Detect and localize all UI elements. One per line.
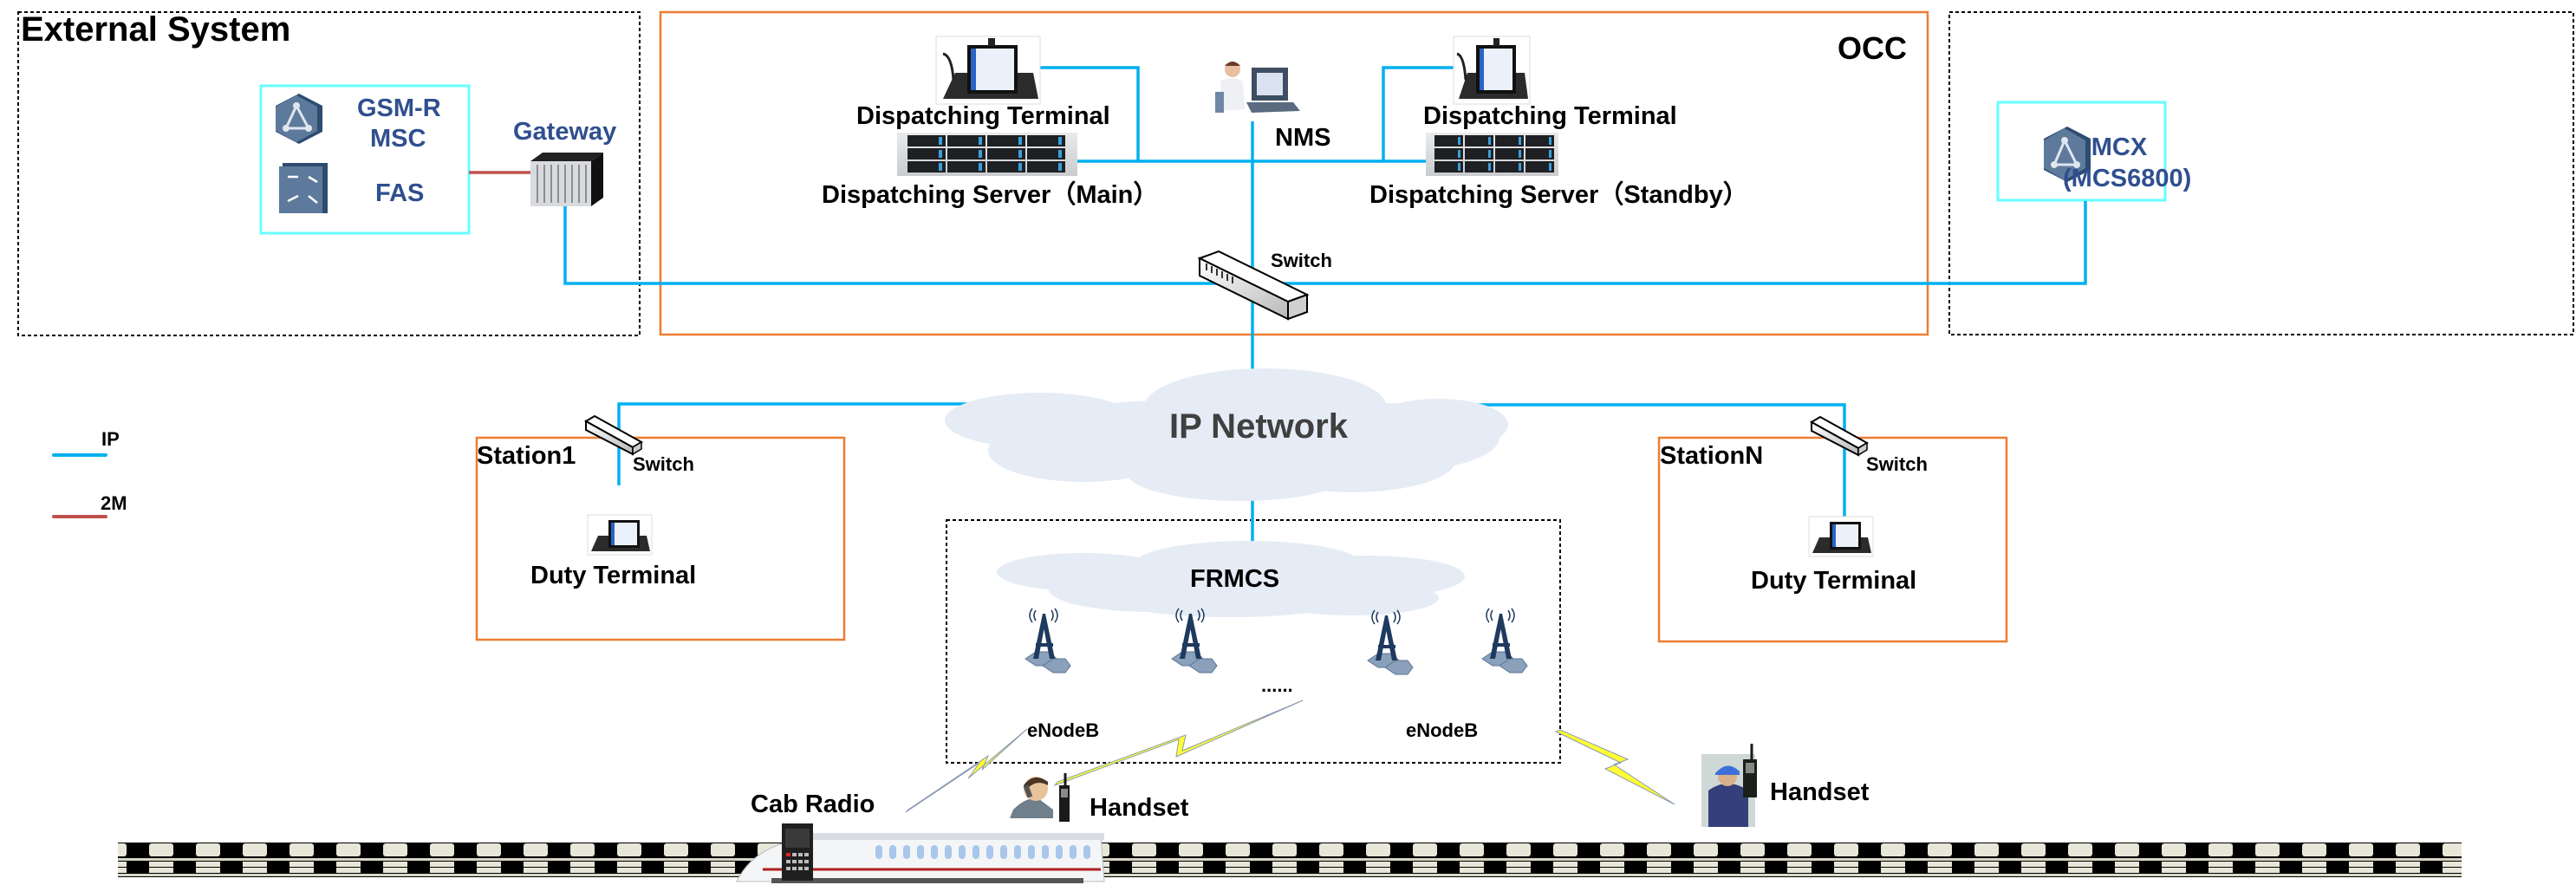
- mcx-label-line2: (MCS6800): [2063, 165, 2192, 192]
- external-system-box: [17, 11, 641, 336]
- gsmr-msc-label-line2: MSC: [370, 125, 426, 153]
- occ-box: [659, 10, 1929, 336]
- station1-switch-label: Switch: [633, 453, 694, 475]
- station1-box: [475, 436, 846, 641]
- radio-link-handset-right: [1554, 729, 1675, 805]
- legend-2m-label: 2M: [101, 492, 127, 514]
- dispatching-terminal-standby-icon: [1453, 36, 1531, 105]
- fas-icon: [279, 163, 328, 213]
- external-system-title: External System: [21, 10, 291, 49]
- dispatching-server-standby-label: Dispatching Server（Standby）: [1369, 181, 1748, 209]
- occ-switch-icon: [1197, 250, 1310, 321]
- handset-left-label: Handset: [1090, 794, 1189, 822]
- stationn-duty-terminal-label: Duty Terminal: [1751, 567, 1917, 595]
- dispatching-terminal-main-label: Dispatching Terminal: [856, 102, 1110, 130]
- station1-duty-terminal-icon: [587, 514, 653, 556]
- radio-link-handset-left: [1053, 700, 1304, 787]
- gsmr-fas-group-box: [259, 84, 471, 235]
- handset-left-icon: [1010, 773, 1070, 822]
- dispatching-terminal-main-icon: [935, 36, 1041, 105]
- enodeb-tower-icon: [1025, 608, 1071, 674]
- handset-right-label: Handset: [1770, 778, 1870, 806]
- frmcs-cloud: [997, 541, 1465, 617]
- ip-link-station1: [617, 402, 1023, 485]
- stationn-switch-label: Switch: [1866, 453, 1928, 475]
- ip-network-label: IP Network: [1169, 407, 1348, 446]
- ip-link-gateway: [563, 201, 2087, 285]
- ip-network-cloud: [945, 368, 1508, 501]
- enodeb-label-right: eNodeB: [1406, 719, 1479, 741]
- enodeb-label-left: eNodeB: [1027, 719, 1100, 741]
- dispatching-server-standby-icon: [1426, 133, 1558, 176]
- stationn-duty-terminal-icon: [1808, 516, 1874, 557]
- ip-link-stationn: [1473, 403, 1846, 517]
- frmcs-label: FRMCS: [1190, 565, 1280, 593]
- dispatching-terminal-standby-label: Dispatching Terminal: [1423, 102, 1677, 130]
- enodeb-ellipsis: ......: [1261, 674, 1293, 696]
- cab-radio-icon: [782, 823, 813, 881]
- gateway-icon: [530, 153, 603, 206]
- handset-right-icon: [1701, 744, 1757, 827]
- radio-link-cab-radio: [905, 728, 1028, 813]
- enodeb-tower-icon: [1481, 608, 1528, 674]
- enodeb-towers: [1025, 608, 1528, 675]
- stationn-name: StationN: [1660, 442, 1764, 470]
- station1-name: Station1: [477, 442, 576, 470]
- radio-links: [905, 700, 1675, 813]
- mcx-icon: [2044, 127, 2091, 182]
- mcx-box: [1996, 101, 2167, 202]
- gsmr-msc-label-line1: GSM-R: [357, 94, 441, 122]
- train-icon: [736, 833, 1105, 883]
- fas-label: FAS: [375, 179, 425, 207]
- rail-track: [118, 843, 2462, 877]
- gsmr-msc-icon: [276, 94, 322, 144]
- enodeb-tower-icon: [1367, 609, 1414, 675]
- dispatching-server-main-icon: [897, 133, 1077, 176]
- mcx-label-line1: MCX: [2091, 133, 2148, 161]
- stationn-switch-icon: [1810, 415, 1869, 457]
- mcx-region-box: [1948, 11, 2574, 335]
- cab-radio-label: Cab Radio: [751, 791, 875, 818]
- station1-duty-terminal-label: Duty Terminal: [530, 562, 697, 589]
- dispatching-server-main-label: Dispatching Server（Main）: [822, 181, 1159, 209]
- ip-link-terminal-main: [1040, 66, 1140, 161]
- gateway-label: Gateway: [513, 118, 617, 146]
- occ-switch-label: Switch: [1271, 250, 1332, 271]
- station1-switch-icon: [584, 414, 643, 456]
- occ-title: OCC: [1838, 30, 1907, 66]
- nms-label: NMS: [1275, 124, 1331, 152]
- nms-operator-icon: [1215, 62, 1300, 113]
- enodeb-tower-icon: [1171, 608, 1218, 674]
- legend-ip-label: IP: [101, 428, 120, 450]
